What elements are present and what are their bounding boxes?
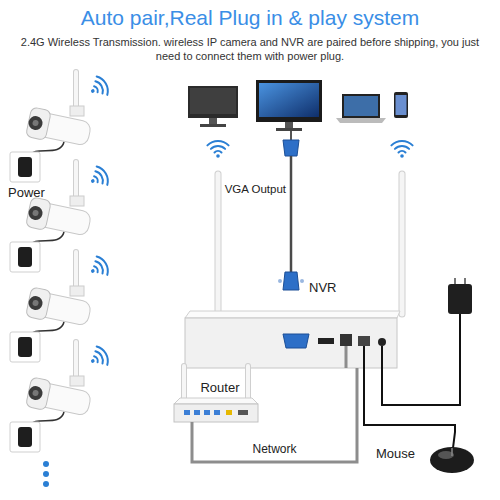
vga-cable: [290, 156, 293, 272]
mouse-body: [430, 447, 474, 473]
camera: [10, 162, 111, 272]
title-text: Auto pair,Real Plug in & play system: [0, 6, 500, 30]
router-antenna-outline: [181, 366, 187, 400]
mouse-wheel: [451, 448, 453, 456]
vga-plug: [283, 272, 299, 290]
vga-plug: [283, 140, 299, 156]
power-cable: [382, 314, 460, 405]
camera: [10, 252, 111, 362]
lan-plug-lead: [345, 346, 348, 368]
camera: [10, 342, 111, 452]
desktop-screen: [190, 88, 236, 114]
router-power-port: [238, 410, 248, 415]
phone: [394, 92, 408, 118]
laptop-base: [336, 118, 386, 123]
mouse-device: Mouse: [372, 432, 482, 476]
usb-plug-lead: [363, 346, 365, 368]
router-port: [194, 410, 200, 415]
adapter-prong: [454, 278, 456, 284]
more-dot: [43, 461, 49, 467]
more-dot: [43, 481, 49, 487]
router-wan-port: [226, 410, 232, 415]
laptop-lid: [342, 94, 380, 118]
router-antenna: [246, 366, 250, 400]
device-label: Mouse: [376, 446, 415, 461]
router-body: [174, 404, 258, 422]
router-antenna-outline: [245, 366, 251, 400]
device-label: Router: [174, 380, 266, 395]
desktop-base: [200, 124, 226, 127]
large-monitor: [256, 80, 322, 122]
adapter-prong: [464, 278, 466, 284]
large-monitor-base: [276, 128, 302, 131]
vga-port: [283, 334, 309, 348]
nvr-power-adapter: [448, 284, 472, 314]
edge-label: Network: [250, 442, 298, 456]
lan-port: [340, 334, 352, 346]
vga-screw: [300, 279, 304, 283]
nvr-antenna: [400, 174, 405, 314]
desktop-monitor: [188, 86, 238, 118]
nvr-top: [185, 311, 400, 318]
large-monitor-screen: [259, 83, 319, 117]
large-monitor-stand: [285, 122, 293, 128]
vga-output-label: VGA Output: [225, 183, 286, 195]
nvr-wifi: [391, 141, 412, 158]
hdmi-port: [318, 338, 334, 344]
router-device: Router: [174, 404, 266, 422]
usb-port: [358, 336, 370, 346]
mouse-cable: [364, 368, 455, 432]
router-port: [214, 410, 220, 415]
vga-screw: [278, 279, 282, 283]
desktop-stand: [209, 118, 217, 124]
power-label: Power: [8, 185, 45, 200]
more-dot: [43, 471, 49, 477]
power-port: [378, 338, 386, 346]
router-port: [204, 410, 210, 415]
phone-screen: [396, 95, 407, 115]
router-port: [184, 410, 190, 415]
subtitle-text: 2.4G Wireless Transmission. wireless IP …: [15, 35, 485, 63]
camera: [10, 72, 111, 182]
nvr-body: [185, 318, 397, 368]
nvr-antenna-outline: [215, 174, 222, 314]
vga-lead: [290, 131, 292, 140]
nvr-antenna: [216, 174, 221, 314]
mouse-cable-end: [453, 432, 455, 448]
laptop-screen: [344, 96, 378, 116]
router-top: [174, 398, 258, 404]
nvr-device: NVR: [185, 318, 397, 368]
nvr-wifi: [207, 141, 228, 158]
router-antenna: [182, 366, 186, 400]
nvr-antenna-outline: [399, 174, 406, 314]
device-label: NVR: [309, 280, 336, 295]
